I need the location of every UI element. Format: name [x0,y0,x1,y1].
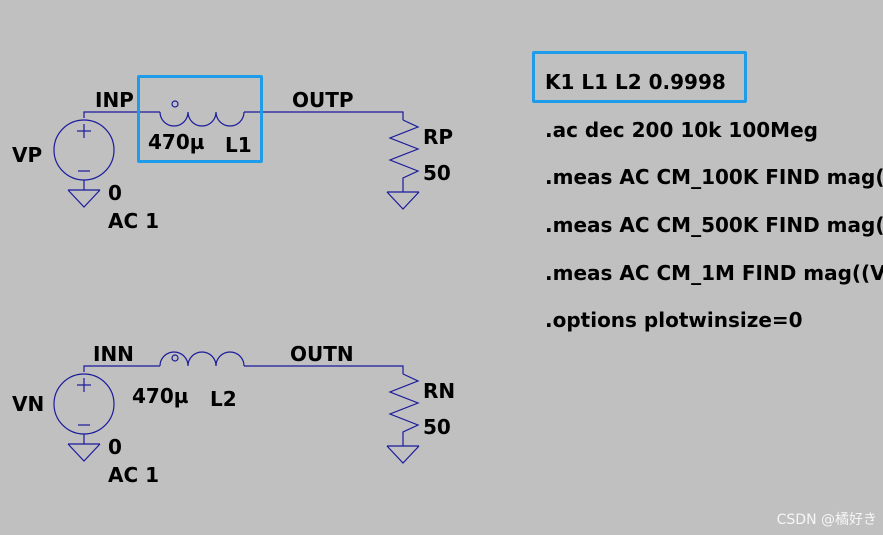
node-label-inn: INN [93,342,134,366]
inductor-name-label: L2 [210,387,237,411]
directive-meas-500k[interactable]: .meas AC CM_500K FIND mag( [545,213,883,237]
source-value-label: AC 1 [108,209,160,233]
directive-ac-analysis[interactable]: .ac dec 200 10k 100Meg [545,118,818,142]
watermark: CSDN @橘好き [776,512,877,528]
inductor-l1[interactable] [159,100,245,127]
directive-meas-1m[interactable]: .meas AC CM_1M FIND mag((V [545,261,883,285]
bottom-circuit [53,351,420,464]
top-circuit [53,100,420,210]
highlight-box-coupling-directive [532,51,747,103]
resistor-value-label: 50 [423,415,451,439]
ground-symbol [67,443,101,462]
resistor-rn[interactable] [388,373,420,446]
directive-meas-100k[interactable]: .meas AC CM_100K FIND mag( [545,165,883,189]
ground-symbol [386,191,420,210]
inductor-value-label: 470µ [148,130,205,154]
directive-options[interactable]: .options plotwinsize=0 [545,308,803,332]
voltage-source-vp[interactable] [53,119,115,190]
highlight-box-inductor-l1 [137,75,263,163]
node-label-outp: OUTP [292,88,354,112]
inductor-value-label: 470µ [132,384,189,408]
inductor-name-label: L1 [225,133,252,157]
source-name-vp: VP [12,143,43,167]
source-node-label: 0 [108,181,122,205]
source-value-label: AC 1 [108,463,160,487]
wire-outn[interactable] [244,365,404,374]
wire-inn[interactable] [83,365,160,372]
resistor-value-label: 50 [423,161,451,185]
source-name-vn: VN [12,392,45,416]
wire-outp[interactable] [244,111,404,120]
source-node-label: 0 [108,435,122,459]
ground-symbol [67,189,101,208]
node-label-inp: INP [95,88,134,112]
resistor-rp[interactable] [388,119,420,192]
voltage-source-vn[interactable] [53,373,115,444]
inductor-l2[interactable] [159,351,245,367]
resistor-name-label: RP [423,125,454,149]
wire-inp[interactable] [83,111,160,118]
directive-coupling[interactable]: K1 L1 L2 0.9998 [545,70,726,94]
node-label-outn: OUTN [290,342,354,366]
ground-symbol [386,445,420,464]
resistor-name-label: RN [423,379,456,403]
